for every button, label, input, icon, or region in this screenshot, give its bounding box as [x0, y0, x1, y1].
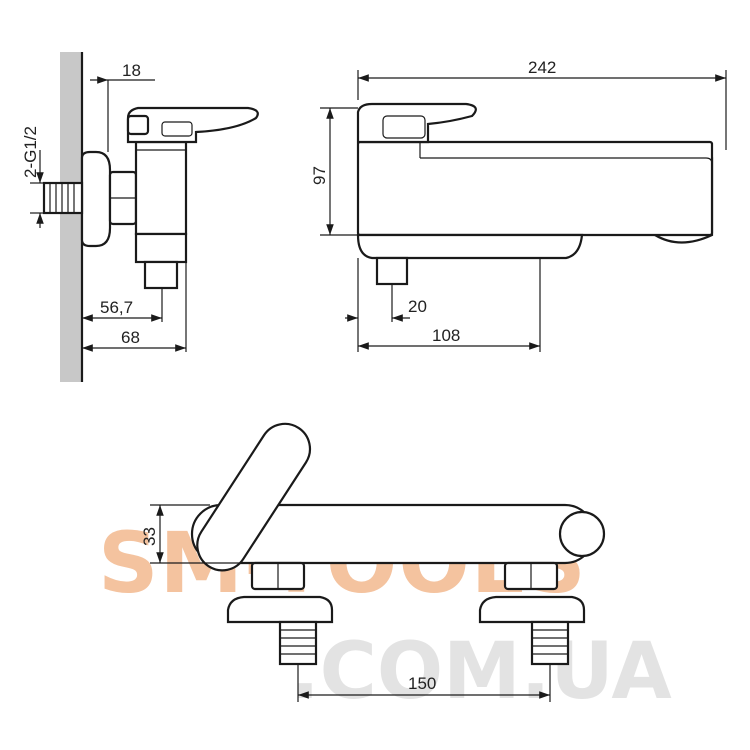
dim-thread: 2-G1/2 — [21, 126, 40, 178]
top-thread-left — [278, 620, 318, 666]
dim-depth-outer: 56,7 — [100, 298, 133, 317]
top-flange-left — [226, 595, 334, 624]
dim-depth-total: 68 — [121, 328, 140, 347]
top-end-cap — [558, 510, 606, 558]
lever-handle — [126, 106, 259, 144]
watermark-line2: .COM.UA — [290, 627, 672, 717]
dim-total-length: 242 — [528, 58, 556, 77]
top-lever — [196, 422, 312, 572]
top-flange-right — [478, 595, 586, 624]
dim-height: 97 — [310, 166, 329, 185]
dim-spout-offset: 108 — [432, 326, 460, 345]
front-lever — [356, 102, 477, 144]
wall — [60, 52, 82, 382]
top-view: 33 150 — [140, 422, 606, 702]
outlet-nipple — [143, 260, 179, 290]
dim-center-distance: 150 — [408, 674, 436, 693]
mixer-body — [134, 140, 188, 236]
dim-body-diameter: 33 — [140, 527, 159, 546]
wall-flange — [80, 150, 112, 248]
front-view: 242 97 20 108 — [310, 58, 727, 352]
dim-outlet-offset: 20 — [408, 297, 427, 316]
front-body — [356, 140, 714, 237]
front-spout — [356, 233, 584, 260]
spout-base — [134, 232, 188, 264]
top-thread-right — [530, 620, 570, 666]
dim-offset-top: 18 — [122, 61, 141, 80]
side-view: 2-G1/2 18 56,7 68 — [21, 52, 259, 382]
front-outlet — [375, 256, 409, 286]
